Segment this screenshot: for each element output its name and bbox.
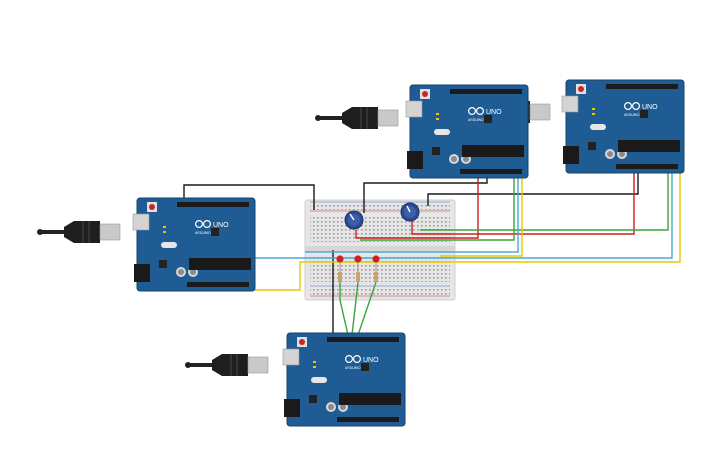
wire-black-3	[427, 168, 639, 206]
resistor-2[interactable]	[356, 272, 360, 282]
wire-green-2	[420, 168, 669, 231]
wire-green-3	[339, 282, 349, 336]
board-brand-label: ARDUINO	[468, 118, 484, 122]
usb-cable-top	[314, 106, 399, 130]
arduino-uno-left[interactable]: UNO ARDUINO	[132, 197, 256, 292]
arduino-uno-bottom[interactable]: UNO ARDUINO	[282, 332, 406, 427]
wire-green-4	[351, 281, 359, 336]
board-brand-label: ARDUINO	[195, 231, 211, 235]
wire-red-1	[355, 170, 479, 239]
arduino-uno-top[interactable]: UNO ARDUINO	[405, 84, 529, 179]
potentiometer-2[interactable]	[400, 202, 420, 222]
wire-black-1	[183, 184, 315, 210]
board-brand-label: ARDUINO	[345, 366, 361, 370]
led-2[interactable]	[354, 255, 362, 272]
wire-yellow-2	[255, 168, 681, 291]
resistor-1[interactable]	[338, 272, 342, 282]
resistor-3[interactable]	[374, 272, 378, 282]
wire-green-1	[360, 170, 515, 241]
board-model-label: UNO	[642, 104, 658, 111]
breadboard[interactable]	[304, 199, 456, 301]
wire-green-5	[357, 281, 377, 336]
board-model-label: UNO	[213, 222, 229, 229]
led-1[interactable]	[336, 255, 344, 272]
wire-yellow-1	[440, 170, 523, 257]
led-3[interactable]	[372, 255, 380, 272]
wire-blue-1	[305, 170, 519, 253]
board-model-label: UNO	[486, 109, 502, 116]
arduino-uno-right[interactable]: UNO ARDUINO	[561, 79, 685, 174]
usb-cable-bottom	[184, 353, 269, 377]
board-brand-label: ARDUINO	[624, 113, 640, 117]
potentiometer-1[interactable]	[344, 210, 364, 230]
usb-cable-left	[36, 220, 121, 244]
wire-blue-2	[255, 168, 673, 259]
board-model-label: UNO	[363, 357, 379, 364]
wire-red-2	[411, 168, 635, 235]
